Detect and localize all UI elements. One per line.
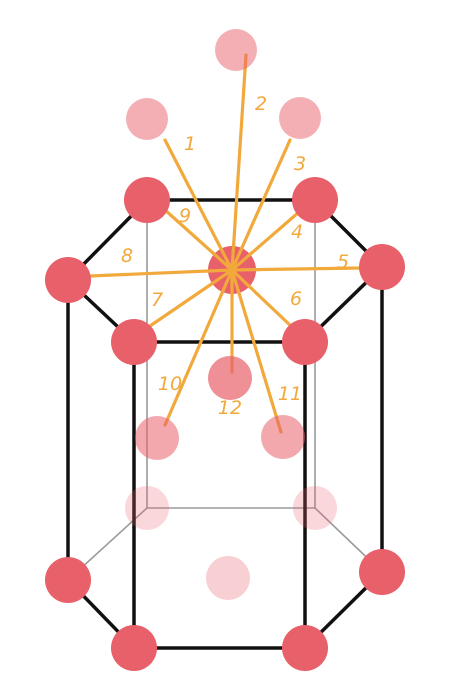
atom — [359, 244, 405, 290]
bond-label-1: 1 — [184, 133, 196, 155]
atom — [126, 98, 168, 140]
bond-core — [220, 268, 234, 296]
bond-label-4: 4 — [291, 221, 303, 243]
atom — [293, 486, 337, 530]
atom — [111, 625, 157, 671]
atom — [124, 177, 170, 223]
bond-label-10: 10 — [158, 373, 182, 395]
bond-label-8: 8 — [121, 245, 133, 267]
bond-core — [211, 251, 234, 272]
bond-line-10 — [163, 268, 234, 427]
bond-label-6: 6 — [290, 288, 302, 310]
bond-core — [204, 268, 234, 273]
bond-core — [230, 244, 245, 272]
atoms — [45, 29, 405, 671]
bond-label-5: 5 — [337, 251, 349, 273]
atom — [135, 416, 179, 460]
bond-core — [230, 268, 253, 290]
bond-core — [230, 251, 254, 272]
bond-label-3: 3 — [294, 153, 306, 175]
atom — [125, 486, 169, 530]
atom — [292, 177, 338, 223]
atom — [45, 257, 91, 303]
atom — [359, 549, 405, 595]
atom — [279, 97, 321, 139]
bond-label-11: 11 — [278, 383, 302, 405]
atom — [45, 557, 91, 603]
bond-label-7: 7 — [151, 289, 163, 311]
atom — [282, 319, 328, 365]
atom — [215, 29, 257, 71]
bond-line-2 — [230, 53, 248, 272]
atom — [261, 415, 305, 459]
bond-label-9: 9 — [179, 205, 191, 227]
atom — [111, 319, 157, 365]
atom — [282, 625, 328, 671]
bond-line-11 — [230, 268, 283, 434]
bond-core — [208, 268, 234, 287]
atom — [208, 356, 252, 400]
bond-label-12: 12 — [218, 397, 242, 419]
bond-label-2: 2 — [255, 93, 267, 115]
atom — [206, 556, 250, 600]
